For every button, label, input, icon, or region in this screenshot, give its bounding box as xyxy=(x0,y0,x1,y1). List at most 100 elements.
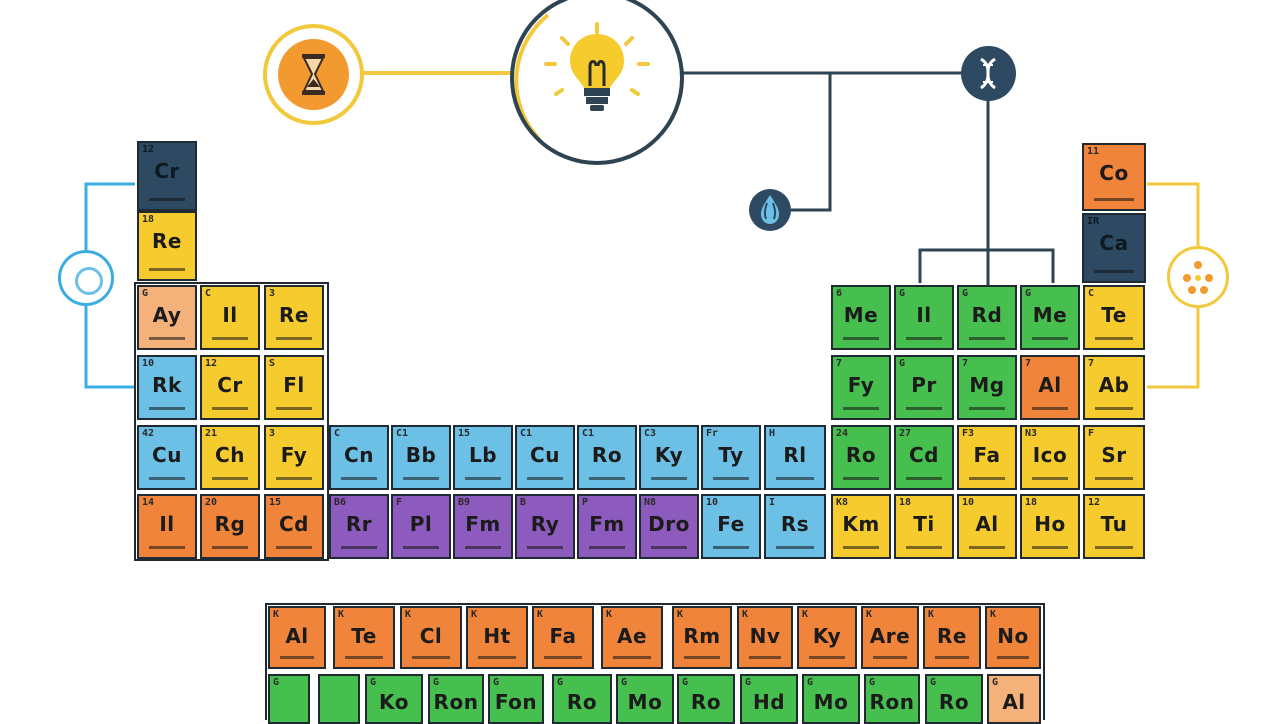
element-number: G xyxy=(557,677,564,688)
element-number: G xyxy=(899,288,906,299)
element-number: G xyxy=(1025,288,1032,299)
element-number: C1 xyxy=(396,428,409,439)
element-name-placeholder xyxy=(527,477,563,480)
element-symbol: Re xyxy=(279,303,309,327)
element-symbol: Fm xyxy=(465,512,501,536)
element-number: 42 xyxy=(142,428,155,439)
element-number: G xyxy=(992,677,999,688)
element-symbol: Rm xyxy=(683,624,721,648)
element-symbol: Are xyxy=(869,624,911,648)
element-name-placeholder xyxy=(1095,546,1133,549)
element-name-placeholder xyxy=(341,546,377,549)
element-name-placeholder xyxy=(589,477,625,480)
element-name-placeholder xyxy=(341,477,377,480)
element-symbol: Cr xyxy=(154,159,180,183)
hourglass-icon xyxy=(278,39,349,110)
element-name-placeholder xyxy=(997,656,1029,659)
element-symbol: Il xyxy=(916,303,932,327)
element-number: C1 xyxy=(582,428,595,439)
element-number: F3 xyxy=(962,428,975,439)
element-number: 12 xyxy=(1088,497,1101,508)
element-cell: C Te xyxy=(1083,285,1145,350)
water-drop-icon xyxy=(761,195,779,224)
element-number: 12 xyxy=(205,358,218,369)
element-number: 14 xyxy=(142,497,155,508)
element-name-placeholder xyxy=(906,477,942,480)
element-symbol: Km xyxy=(842,512,880,536)
element-name-placeholder xyxy=(1095,337,1133,340)
element-number: Fr xyxy=(706,428,719,439)
element-number: G xyxy=(745,677,752,688)
element-number: P xyxy=(582,497,589,508)
element-number: K xyxy=(338,609,345,620)
element-symbol: Rk xyxy=(152,373,182,397)
element-symbol: Bb xyxy=(405,443,437,467)
element-symbol: Ky xyxy=(654,443,684,467)
element-symbol: Tu xyxy=(1100,512,1128,536)
element-cell xyxy=(318,674,360,724)
element-number: C1 xyxy=(520,428,533,439)
element-name-placeholder xyxy=(403,546,439,549)
element-name-placeholder xyxy=(1095,477,1133,480)
molecule-node xyxy=(1167,246,1229,308)
element-number: 10 xyxy=(706,497,719,508)
element-number: IR xyxy=(1087,216,1100,227)
element-number: 20 xyxy=(205,497,218,508)
element-name-placeholder xyxy=(1032,407,1068,410)
element-symbol: Nv xyxy=(749,624,781,648)
element-number: G xyxy=(682,677,689,688)
element-symbol: Il xyxy=(159,512,175,536)
element-symbol: Te xyxy=(351,624,377,648)
element-name-placeholder xyxy=(906,407,942,410)
element-number: 12 xyxy=(142,144,155,155)
element-number: G xyxy=(869,677,876,688)
element-name-placeholder xyxy=(651,546,687,549)
element-name-placeholder xyxy=(276,477,312,480)
element-number: C xyxy=(1088,288,1095,299)
element-symbol: Fa xyxy=(549,624,577,648)
element-cell: G Il xyxy=(894,285,954,350)
element-symbol: Cu xyxy=(530,443,560,467)
element-number: 7 xyxy=(962,358,969,369)
element-name-placeholder xyxy=(684,656,720,659)
element-symbol: Me xyxy=(843,303,879,327)
element-symbol: Te xyxy=(1101,303,1127,327)
element-symbol: Cd xyxy=(279,512,309,536)
element-number: K xyxy=(273,609,280,620)
element-symbol: Fl xyxy=(283,373,305,397)
element-symbol: Sr xyxy=(1101,443,1127,467)
element-number: G xyxy=(370,677,377,688)
element-number: K xyxy=(928,609,935,620)
element-symbol: Cl xyxy=(419,624,443,648)
element-name-placeholder xyxy=(969,546,1005,549)
element-name-placeholder xyxy=(544,656,582,659)
element-number: G xyxy=(807,677,814,688)
